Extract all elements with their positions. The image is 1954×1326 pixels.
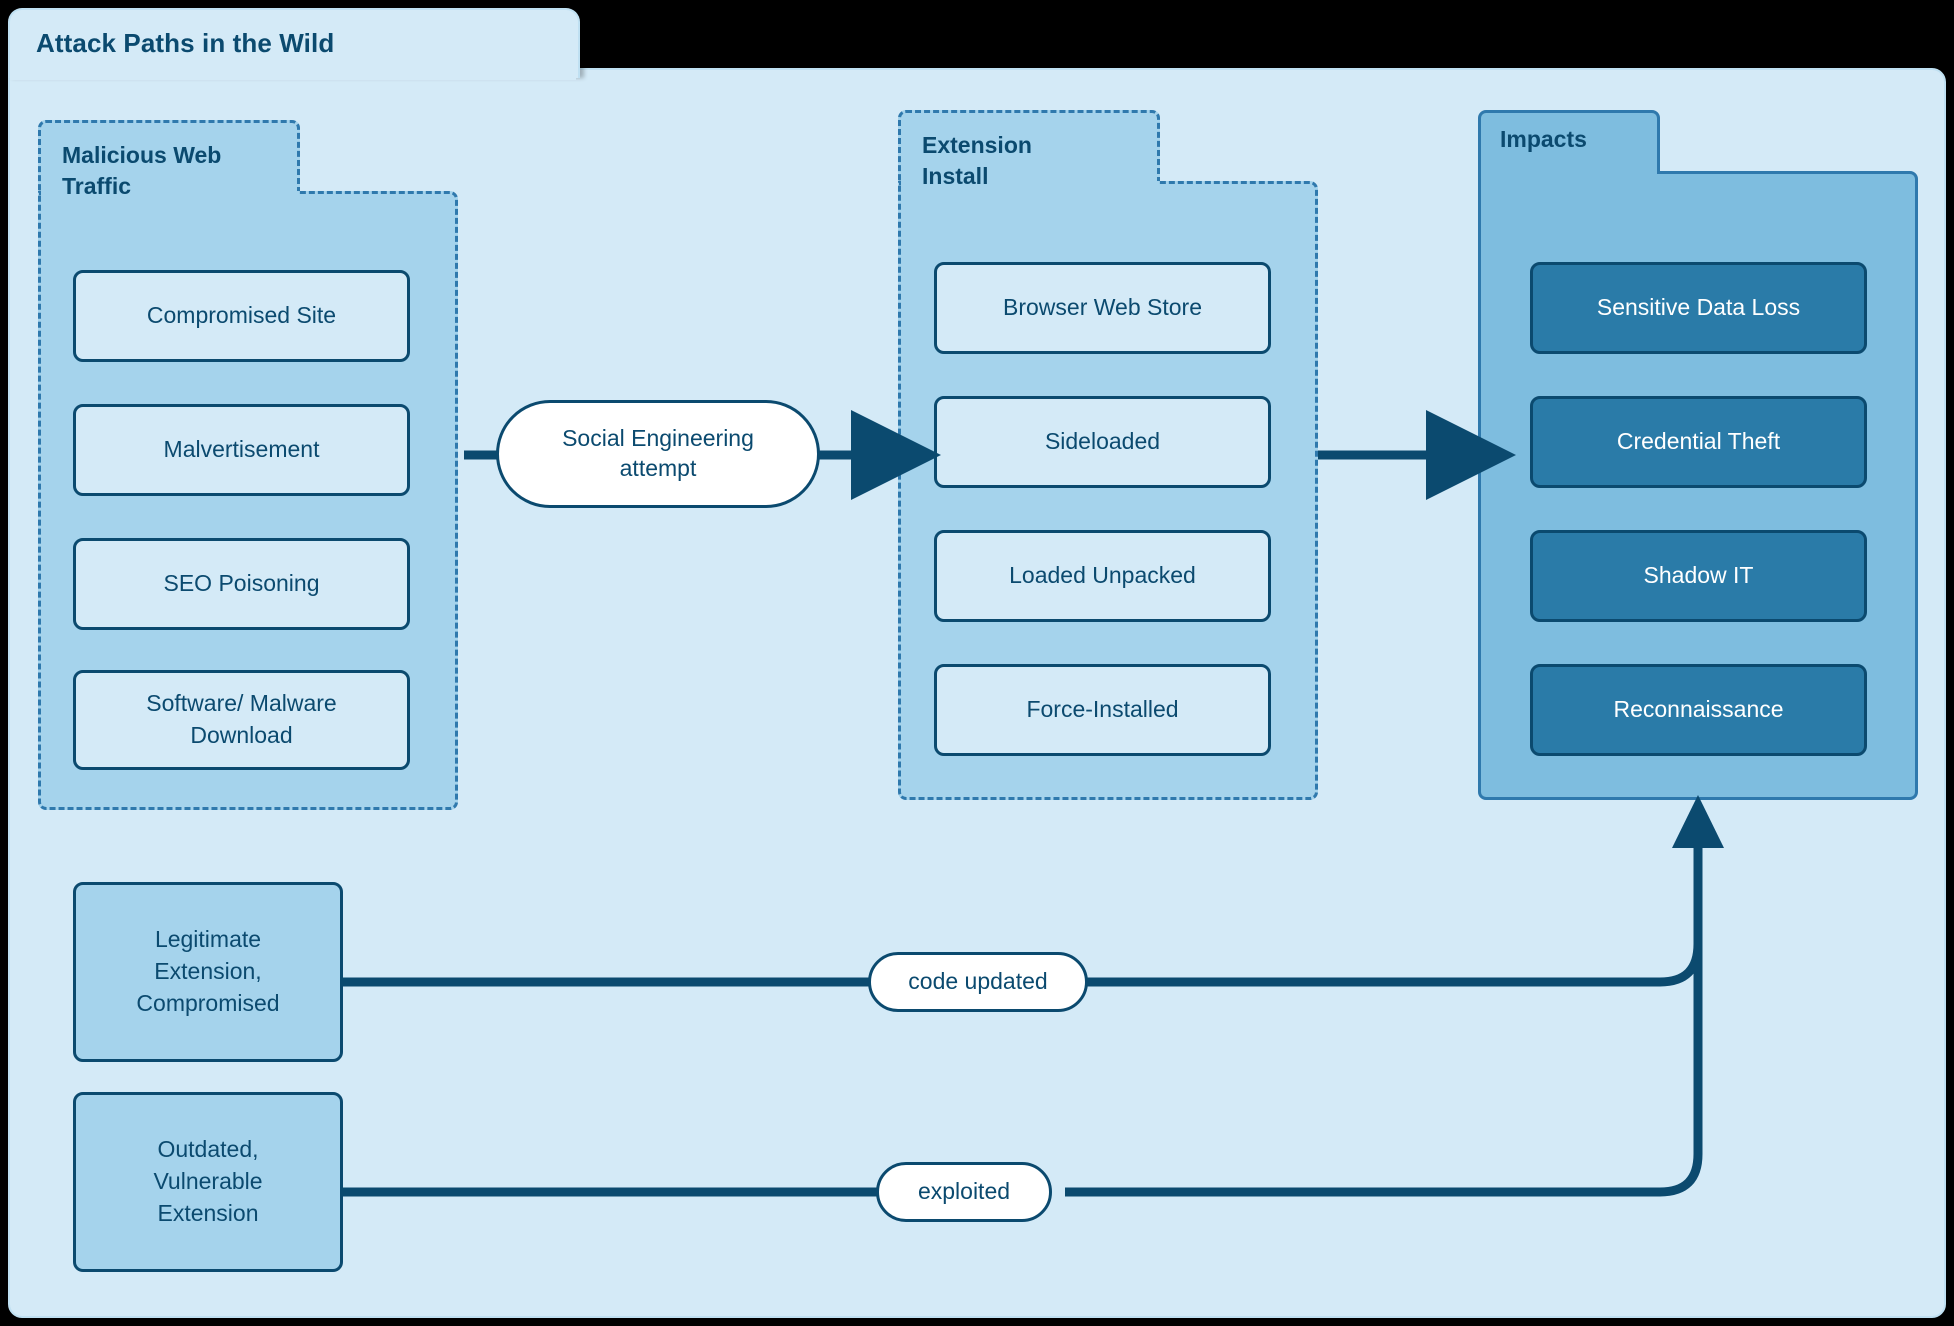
node-label-line2: Download — [190, 722, 293, 748]
node-label: Sideloaded — [1044, 428, 1161, 455]
group-tab-joint — [901, 172, 1157, 192]
canvas-tab-joint — [10, 60, 576, 80]
group-title-line2: Traffic — [62, 173, 132, 200]
node-label: Malvertisement — [163, 436, 320, 463]
node-label: Compromised Site — [146, 302, 337, 329]
node-sideloaded[interactable]: Sideloaded — [934, 396, 1271, 488]
node-malvertisement[interactable]: Malvertisement — [73, 404, 410, 496]
node-label: Reconnaissance — [1613, 696, 1784, 723]
node-credential-theft[interactable]: Credential Theft — [1530, 396, 1867, 488]
node-legitimate-extension-compromised[interactable]: Legitimate Extension, Compromised — [73, 882, 343, 1062]
node-software-malware-download[interactable]: Software/ Malware Download — [73, 670, 410, 770]
node-sensitive-data-loss[interactable]: Sensitive Data Loss — [1530, 262, 1867, 354]
node-label: Loaded Unpacked — [1009, 562, 1196, 589]
group-tab — [38, 120, 300, 194]
node-label: Credential Theft — [1616, 428, 1781, 455]
group-tab — [1478, 110, 1660, 174]
edge-label-line2: attempt — [619, 455, 697, 481]
edge-label: code updated — [908, 968, 1048, 995]
node-browser-web-store[interactable]: Browser Web Store — [934, 262, 1271, 354]
node-label: Browser Web Store — [1003, 294, 1202, 321]
node-compromised-site[interactable]: Compromised Site — [73, 270, 410, 362]
group-tab-joint — [41, 182, 297, 202]
group-title-line1: Malicious Web — [62, 142, 222, 168]
edge-label-code-updated[interactable]: code updated — [868, 952, 1088, 1012]
group-title-line1: Extension — [922, 132, 1032, 158]
node-loaded-unpacked[interactable]: Loaded Unpacked — [934, 530, 1271, 622]
group-title: Extension Install — [922, 130, 1032, 192]
node-outdated-vulnerable-extension[interactable]: Outdated, Vulnerable Extension — [73, 1092, 343, 1272]
node-label-line3: Extension — [157, 1199, 259, 1226]
node-label-line1: Software/ Malware — [146, 690, 337, 717]
node-label-line2: Extension, — [154, 958, 262, 985]
group-title: Impacts — [1500, 124, 1587, 155]
page-title: Attack Paths in the Wild — [36, 28, 335, 58]
group-title-line1: Impacts — [1500, 126, 1587, 152]
node-shadow-it[interactable]: Shadow IT — [1530, 530, 1867, 622]
group-title: Malicious Web Traffic — [62, 140, 221, 202]
edge-label: exploited — [917, 1178, 1011, 1205]
node-reconnaissance[interactable]: Reconnaissance — [1530, 664, 1867, 756]
group-tab — [898, 110, 1160, 184]
node-label: SEO Poisoning — [163, 570, 320, 597]
group-title-line2: Install — [922, 163, 989, 190]
node-label: Shadow IT — [1643, 562, 1754, 589]
edge-label-social-engineering-attempt[interactable]: Social Engineering attempt — [496, 400, 820, 508]
node-label-line1: Outdated, — [157, 1136, 259, 1163]
node-label: Force-Installed — [1026, 696, 1179, 723]
node-label-line1: Legitimate — [154, 926, 262, 953]
node-label: Sensitive Data Loss — [1596, 294, 1801, 321]
node-force-installed[interactable]: Force-Installed — [934, 664, 1271, 756]
edge-label-exploited[interactable]: exploited — [876, 1162, 1052, 1222]
group-tab-joint — [1481, 164, 1657, 184]
node-label-line3: Compromised — [136, 989, 280, 1016]
edge-label-line1: Social Engineering — [562, 425, 754, 452]
node-label-line2: Vulnerable — [153, 1168, 263, 1195]
node-seo-poisoning[interactable]: SEO Poisoning — [73, 538, 410, 630]
